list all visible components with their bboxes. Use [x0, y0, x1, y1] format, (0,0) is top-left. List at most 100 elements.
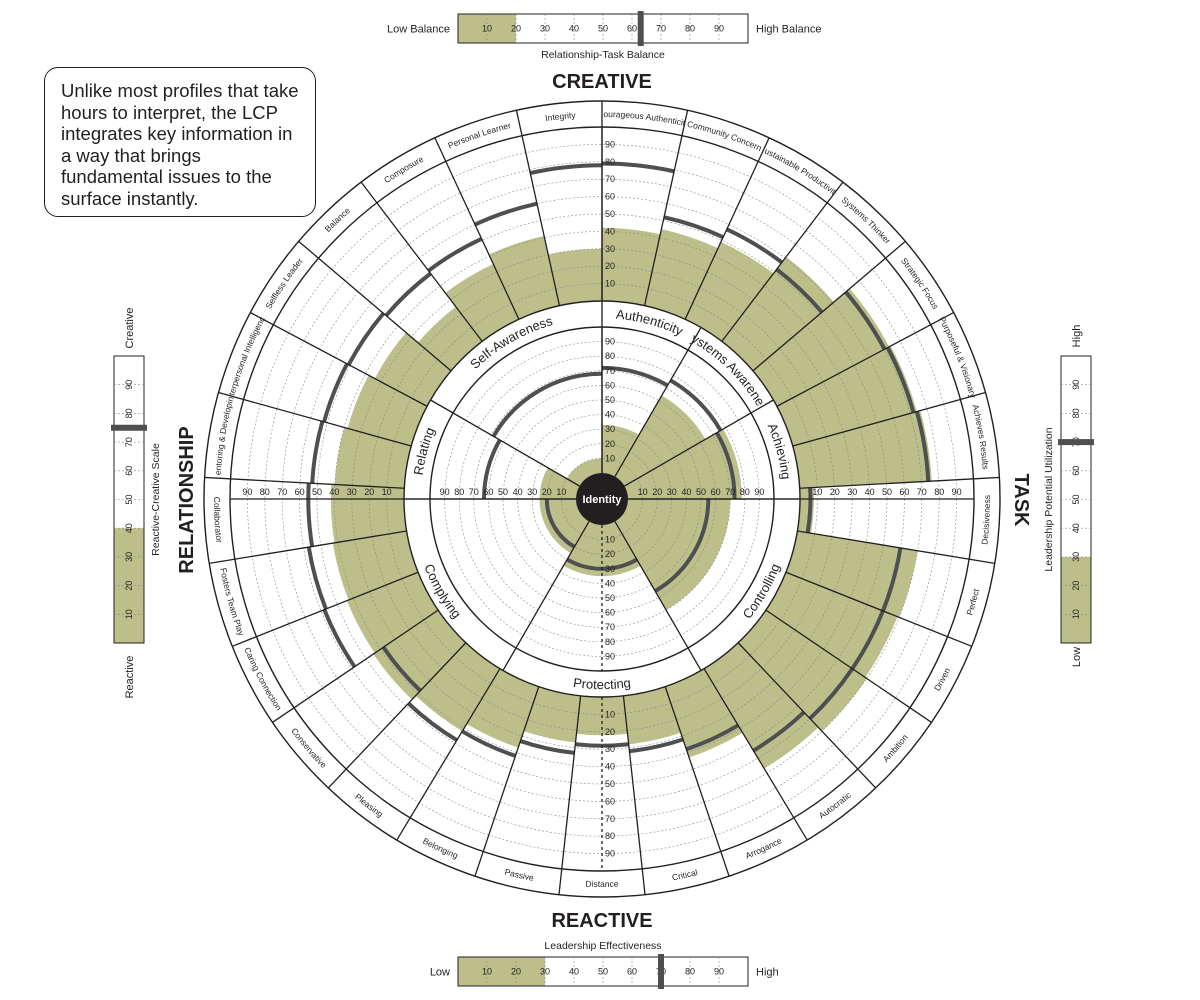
gauge-tick-label: 20	[511, 967, 521, 977]
tick-label-outer-left: 30	[347, 487, 357, 497]
tick-label-inner-right: 10	[638, 487, 648, 497]
gauge-tick-label: 10	[124, 609, 134, 619]
tick-label-inner-down: 60	[605, 608, 615, 618]
outer-dimension-label-text: Achieves Results	[970, 403, 990, 469]
quadrant-task: TASK	[1010, 474, 1032, 528]
outer-spoke	[327, 642, 467, 789]
tick-label-inner-left: 40	[513, 487, 523, 497]
outer-norm-interpersonal-intelligence	[322, 362, 349, 423]
outer-score-conservative	[373, 610, 466, 700]
inner-score-protecting	[563, 521, 641, 577]
gauge-tick-label: 90	[1071, 380, 1081, 390]
tick-label-outer-up: 90	[605, 139, 615, 149]
tick-label-inner-right: 30	[667, 487, 677, 497]
inner-norm-systems-awareness	[669, 378, 723, 432]
outer-dimension-label-text: Collaborator	[212, 497, 224, 544]
outer-dimension-label: Achieves Results	[970, 403, 990, 469]
tick-label-outer-down: 60	[605, 796, 615, 806]
gauge-tick-label: 10	[482, 967, 492, 977]
inner-spoke	[624, 399, 774, 487]
gauge-tick-label: 20	[1071, 581, 1081, 591]
tick-label-inner-down: 80	[605, 637, 615, 647]
tick-label-inner-left: 90	[440, 487, 450, 497]
inner-score-self-awareness	[566, 458, 602, 486]
inner-dimension-label: Protecting	[572, 675, 631, 692]
outer-norm-conservative	[381, 646, 422, 693]
inner-dimension-label-text: Protecting	[572, 675, 631, 692]
tick-label-inner-left: 80	[454, 487, 464, 497]
outer-dimension-label-text: Conservative	[289, 726, 329, 770]
outer-dimension-label: Personal Learner	[446, 120, 512, 150]
outer-dimension-label-text: Personal Learner	[446, 120, 512, 150]
outer-score-personal-learner	[488, 235, 560, 320]
tick-label-inner-up: 90	[605, 337, 615, 347]
outer-dimension-label: Collaborator	[212, 497, 224, 544]
outer-dimension-label-text: Integrity	[545, 110, 577, 123]
outer-spoke	[799, 476, 1000, 489]
outer-spoke	[664, 686, 730, 877]
tick-label-outer-up: 60	[605, 192, 615, 202]
outer-score-selfless-leader	[374, 332, 452, 407]
tick-label-inner-up: 60	[605, 380, 615, 390]
outer-dimension-label-text: Passive	[504, 867, 535, 883]
gauge-fill	[1061, 556, 1091, 643]
outer-score-passive	[523, 686, 581, 743]
outer-norm-systems-thinker	[775, 267, 824, 314]
tick-label-inner-down: 40	[605, 578, 615, 588]
tick-label-inner-down: 50	[605, 593, 615, 603]
inner-score-achieving	[624, 429, 742, 499]
tick-label-inner-left: 70	[469, 487, 479, 497]
tick-label-inner-down: 30	[605, 564, 615, 574]
tick-label-outer-down: 50	[605, 779, 615, 789]
tick-label-outer-down: 70	[605, 814, 615, 824]
outer-dimension-label: Composure	[382, 154, 425, 186]
gauge-low-label: Low	[1071, 647, 1083, 667]
tick-label-inner-left: 50	[498, 487, 508, 497]
tick-label-outer-left: 60	[295, 487, 305, 497]
outer-dimension-label-text: Autocratic	[817, 789, 854, 820]
outer-score-composure	[445, 264, 519, 342]
tick-label-outer-right: 10	[812, 487, 822, 497]
tick-label-outer-down: 30	[605, 744, 615, 754]
outer-norm-courageous-authenticity	[601, 161, 675, 174]
gauge-title: Leadership Effectiveness	[544, 940, 661, 952]
gauge-tick-label: 20	[511, 24, 521, 34]
tick-label-inner-left: 20	[542, 487, 552, 497]
gauge-high-label: High	[1071, 325, 1083, 348]
gauge-tick-label: 30	[540, 967, 550, 977]
gauge-tick-label: 20	[124, 581, 134, 591]
tick-label-inner-left: 60	[483, 487, 493, 497]
outer-score-strategic-focus	[752, 288, 890, 407]
tick-label-inner-right: 40	[681, 487, 691, 497]
outer-spoke	[515, 110, 561, 306]
tick-label-inner-down: 20	[605, 549, 615, 559]
outer-dimension-label: Purposeful & Visionary	[937, 315, 978, 400]
tick-label-inner-up: 50	[605, 395, 615, 405]
tick-label-outer-up: 10	[605, 279, 615, 289]
tick-label-outer-down: 80	[605, 831, 615, 841]
outer-dimension-label: Pleasing	[353, 791, 385, 819]
outer-score-interpersonal-intelligence	[347, 375, 428, 447]
outer-score-integrity	[548, 248, 602, 306]
gauge-tick-label: 70	[656, 24, 666, 34]
tick-label-inner-right: 80	[740, 487, 750, 497]
outer-dimension-label: Arrogance	[744, 835, 784, 861]
callout-box: Unlike most profiles that take hours to …	[44, 67, 316, 217]
gauge-leadership-potential-utilization: 102030405060708090HighLowLeadership Pote…	[1043, 325, 1094, 667]
tick-label-outer-left: 40	[329, 487, 339, 497]
outer-dimension-label-text: Purposeful & Visionary	[937, 315, 978, 400]
outer-dimension-label-text: Perfect	[964, 587, 981, 616]
gauge-tick-label: 50	[124, 494, 134, 504]
quadrant-creative: CREATIVE	[552, 71, 652, 93]
gauge-tick-label: 50	[598, 967, 608, 977]
tick-label-outer-down: 10	[605, 709, 615, 719]
outer-spoke	[204, 476, 405, 489]
tick-label-outer-right: 60	[899, 487, 909, 497]
outer-norm-passive	[519, 739, 575, 755]
outer-dimension-label-text: Driven	[932, 666, 952, 693]
outer-score-critical	[623, 686, 681, 745]
outer-norm-mentoring-developing	[310, 420, 325, 484]
inner-score-complying	[539, 499, 589, 554]
outer-norm-critical	[629, 737, 684, 754]
